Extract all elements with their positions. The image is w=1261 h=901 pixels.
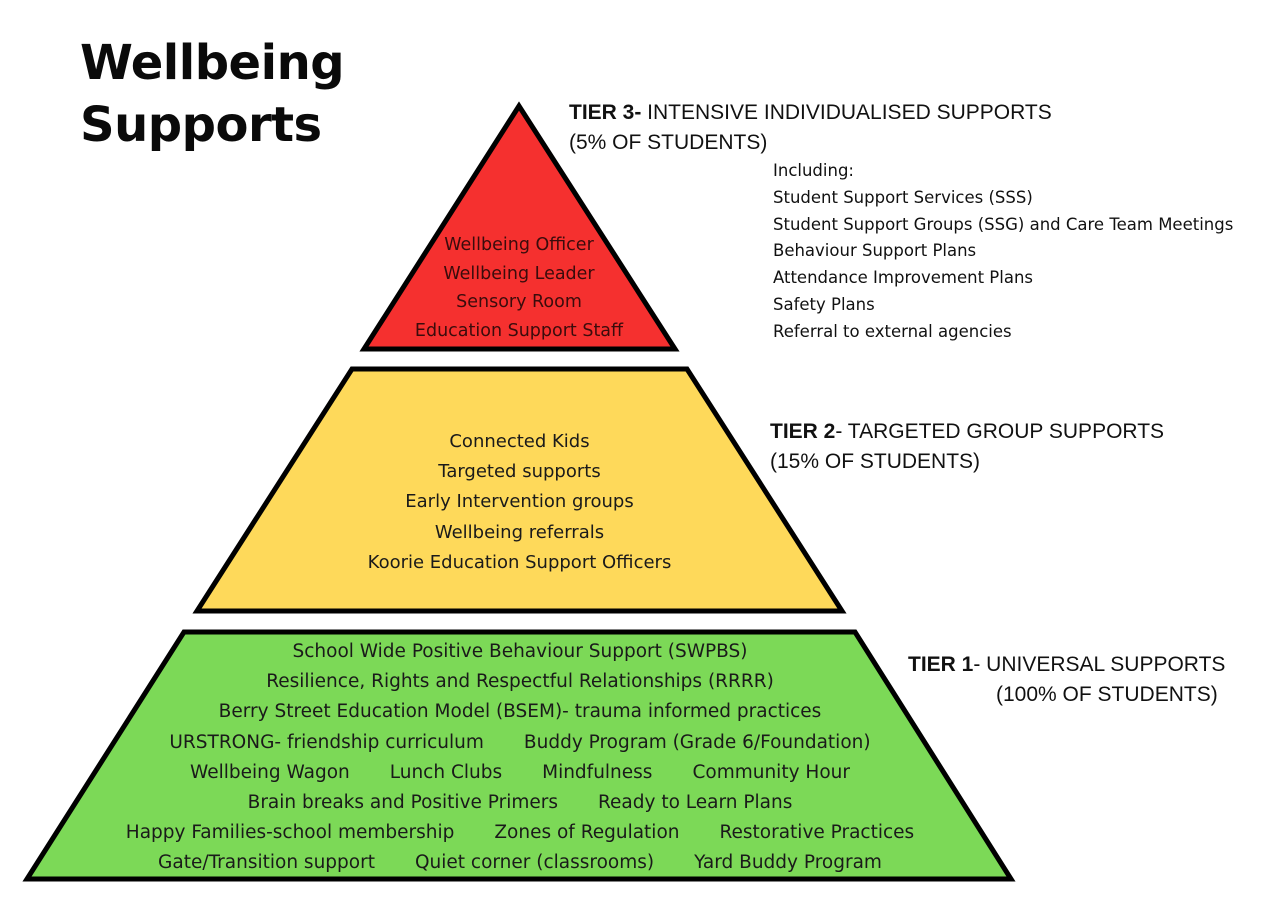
- tier2-percentage: (15% OF STUDENTS): [770, 450, 981, 473]
- tier1-row: Wellbeing Wagon Lunch Clubs Mindfulness Com…: [40, 758, 1000, 788]
- tier3-label-text: INTENSIVE INDIVIDUALISED SUPPORTS: [641, 101, 1052, 124]
- tier1-item: Wellbeing Wagon: [190, 761, 350, 783]
- tier2-item: Connected Kids: [449, 431, 590, 452]
- tier1-item: Mindfulness: [542, 761, 653, 783]
- tier1-percentage: (100% OF STUDENTS): [996, 683, 1218, 706]
- tier1-label-text: - UNIVERSAL SUPPORTS: [973, 653, 1226, 676]
- tier3-extra-item: Behaviour Support Plans: [773, 241, 977, 261]
- tier1-trapezoid: [22, 629, 1016, 882]
- tier1-row: Berry Street Education Model (BSEM)- tra…: [40, 697, 1000, 727]
- tier1-items: School Wide Positive Behaviour Support (…: [40, 637, 1000, 879]
- tier1-row: URSTRONG- friendship curriculum Buddy Pro…: [40, 728, 1000, 758]
- tier2-item: Targeted supports: [438, 461, 601, 483]
- tier2-item: Koorie Education Support Officers: [367, 551, 672, 573]
- page-title: Wellbeing Supports: [80, 32, 345, 156]
- tier1-item: Quiet corner (classrooms): [414, 852, 655, 874]
- tier3-item: Wellbeing Officer: [444, 235, 594, 255]
- tier3-percentage: (5% OF STUDENTS): [569, 131, 768, 154]
- tier3-extra-item: Student Support Groups (SSG) and Care Te…: [773, 214, 1234, 234]
- tier1-item: Gate/Transition support: [158, 852, 375, 874]
- tier1-label-bold: TIER 1: [908, 653, 974, 676]
- tier1-row: School Wide Positive Behaviour Support (…: [40, 637, 1000, 667]
- tier1-label: TIER 1- UNIVERSAL SUPPORTS (100% OF STUD…: [908, 650, 1225, 710]
- tier3-extra-heading: Including:: [773, 161, 854, 180]
- tier3-item: Education Support Staff: [414, 320, 624, 341]
- tier1-item: Buddy Program (Grade 6/Foundation): [523, 731, 871, 753]
- tier2-item: Early Intervention groups: [405, 491, 634, 513]
- tier1-item: Brain breaks and Positive Primers: [247, 792, 559, 814]
- tier1-row: Resilience, Rights and Respectful Relati…: [40, 667, 1000, 697]
- tier1-item: Happy Families-school membership: [125, 822, 455, 844]
- tier1-item: Restorative Practices: [719, 822, 915, 844]
- tier2-label-text: - TARGETED GROUP SUPPORTS: [835, 420, 1165, 443]
- tier1-row: Gate/Transition support Quiet corner (cla…: [40, 848, 1000, 878]
- tier1-item: School Wide Positive Behaviour Support (…: [292, 641, 748, 662]
- tier1-item: Zones of Regulation: [494, 822, 680, 844]
- tier1-item: Ready to Learn Plans: [598, 792, 793, 814]
- tier1-item: Community Hour: [692, 761, 850, 783]
- tier1-item: URSTRONG- friendship curriculum: [169, 731, 484, 753]
- tier3-extra-item: Referral to external agencies: [773, 321, 1012, 341]
- tier3-extra-item: Student Support Services (SSS): [773, 187, 1033, 207]
- tier3-item: Sensory Room: [456, 292, 582, 312]
- title-line-2: Supports: [80, 97, 322, 153]
- tier3-extra-list: Including: Student Support Services (SSS…: [773, 158, 1233, 346]
- tier1-item: Resilience, Rights and Respectful Relati…: [266, 671, 774, 693]
- tier2-label-bold: TIER 2: [770, 420, 836, 443]
- tier2-item: Wellbeing referrals: [434, 521, 605, 543]
- tier3-items: Wellbeing Officer Wellbeing Leader Senso…: [362, 231, 676, 345]
- tier1-row: Brain breaks and Positive Primers Ready t…: [40, 788, 1000, 818]
- tier1-item: Lunch Clubs: [389, 761, 503, 783]
- tier2-items: Connected Kids Targeted supports Early I…: [196, 427, 843, 578]
- tier3-extra-item: Attendance Improvement Plans: [773, 268, 1033, 288]
- tier3-extra-item: Safety Plans: [773, 294, 875, 314]
- tier3-item: Wellbeing Leader: [443, 263, 595, 284]
- tier2-label: TIER 2- TARGETED GROUP SUPPORTS (15% OF …: [770, 417, 1164, 477]
- title-line-1: Wellbeing: [80, 35, 345, 91]
- tier1-row: Happy Families-school membership Zones of…: [40, 818, 1000, 848]
- tier3-label: TIER 3- INTENSIVE INDIVIDUALISED SUPPORT…: [569, 98, 1052, 158]
- tier2-trapezoid: [192, 366, 847, 614]
- tier3-triangle: [359, 101, 680, 352]
- tier1-item: Yard Buddy Program: [694, 852, 882, 874]
- tier3-label-bold: TIER 3-: [569, 101, 642, 124]
- tier1-item: Berry Street Education Model (BSEM)- tra…: [218, 701, 822, 723]
